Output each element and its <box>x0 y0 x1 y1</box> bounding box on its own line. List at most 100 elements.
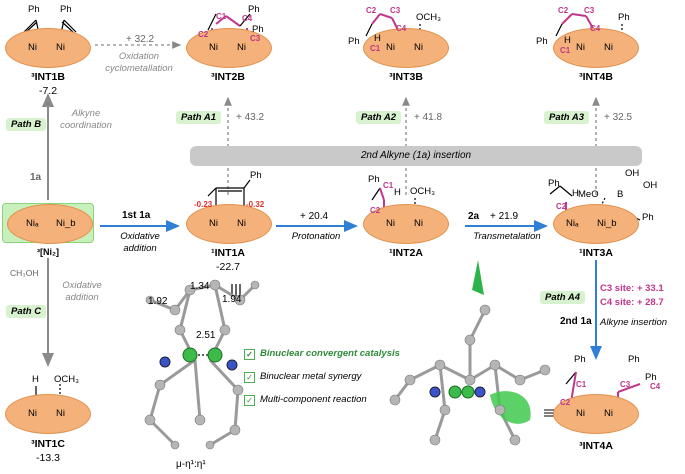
int2b-c3: C3 <box>250 34 261 43</box>
int3a-label: ¹INT3A <box>579 247 613 259</box>
int1c-label: ³INT1C <box>31 438 65 450</box>
model-3d-right <box>389 260 556 446</box>
int2a-ph: Ph <box>368 174 380 185</box>
int1b-core <box>5 28 91 68</box>
int1a-energy: -22.7 <box>216 261 240 273</box>
int3a-ni-b: Ni_b <box>597 218 617 229</box>
int4b-c4: C4 <box>590 24 601 33</box>
path-a1-energy: + 43.2 <box>236 112 265 123</box>
int3b-c2: C2 <box>366 6 377 15</box>
int2b-core <box>186 28 272 68</box>
oxidation-line1: Oxidation <box>118 51 160 62</box>
int4a-c4: C4 <box>650 382 661 391</box>
int1b-ph-1: Ph <box>28 4 40 15</box>
int4b-c1: C1 <box>560 46 571 55</box>
int3a-h: H <box>572 188 579 199</box>
int4b-label: ³INT4B <box>579 71 613 83</box>
int3a-b: B <box>617 189 624 200</box>
path-a3-energy: + 32.5 <box>604 112 633 123</box>
int2a-ni-b: Ni <box>414 218 423 229</box>
path-a1-tag: Path A1 <box>176 111 222 124</box>
int4a-label: ³INT4A <box>579 440 613 452</box>
int3b-ni-a: Ni <box>386 42 395 53</box>
oxidation-energy: + 32.2 <box>126 34 155 45</box>
int2b-c1: C1 <box>216 12 227 21</box>
int2b-label: ³INT2B <box>211 71 245 83</box>
int1a-core <box>186 204 272 244</box>
ni2-ni-a: Niₐ <box>26 218 39 229</box>
oxidative-addition-reagent: 1st 1a <box>122 210 151 221</box>
int3b-c1: C1 <box>370 44 381 53</box>
int2a-h: H <box>394 187 401 198</box>
alkyne-coordination-line2: coordination <box>60 120 112 131</box>
protonation-energy: + 20.4 <box>300 211 329 222</box>
path-a4-label: Alkyne insertion <box>600 317 668 328</box>
path-a4-c3-site: C3 site: + 33.1 <box>600 283 664 294</box>
int3a-ph: Ph <box>548 178 560 189</box>
distance-4: 2.51 <box>196 330 216 341</box>
int4a-ph-3: Ph <box>628 354 640 365</box>
int3a-ph-2: Ph <box>642 212 654 223</box>
int1c-core <box>5 394 91 434</box>
oxidative-addition-line1: Oxidative <box>120 231 160 242</box>
int1a-ph: Ph <box>250 170 262 181</box>
binding-mode: μ-η¹:η¹ <box>176 459 206 470</box>
alkyne-coordination-line1: Alkyne <box>71 108 101 119</box>
int1a-charge-right: -0.32 <box>246 200 265 209</box>
int3b-c4: C4 <box>396 24 407 33</box>
model-3d-left <box>144 279 260 450</box>
int3a-oh-2: OH <box>643 180 658 191</box>
distance-1: 1.34 <box>190 281 210 292</box>
int3a-meo: MeO <box>578 189 599 200</box>
feature-1: ✓Binuclear convergent catalysis <box>244 348 400 360</box>
methanol-line1: Oxidative <box>62 280 102 291</box>
int2a-och3: OCH₃ <box>410 186 435 197</box>
int2a-c2: C2 <box>370 206 381 215</box>
int4b-c2: C2 <box>558 6 569 15</box>
int4a-ni-b: Ni <box>604 408 613 419</box>
int3b-och3: OCH₃ <box>416 12 441 23</box>
transmetalation-reagent: 2a <box>468 211 480 222</box>
path-a3-tag: Path A3 <box>544 111 590 124</box>
int2a-c1: C1 <box>383 181 394 190</box>
oxidation-line2: cyclometallation <box>105 63 173 74</box>
alkyne-coordination-reagent: 1a <box>30 172 42 183</box>
int4b-core <box>553 28 639 68</box>
transmetalation-energy: + 21.9 <box>490 211 519 222</box>
transmetalation-label: Transmetalation <box>473 231 541 242</box>
path-a2-energy: + 41.8 <box>414 112 443 123</box>
int4b-h: H <box>564 35 571 46</box>
int1c-ni-a: Ni <box>28 408 37 419</box>
path-a2-tag: Path A2 <box>356 111 402 124</box>
int2b-ni-b: Ni <box>237 42 246 53</box>
int3a-ni-a: Niₐ <box>566 218 579 229</box>
int2b-ph: Ph <box>248 4 260 15</box>
int2a-core <box>363 204 449 244</box>
distance-2: 1.92 <box>148 296 168 307</box>
int2a-ni-a: Ni <box>386 218 395 229</box>
int1c-ni-b: Ni <box>56 408 65 419</box>
int1a-ni-b: Ni <box>237 218 246 229</box>
int3a-oh-1: OH <box>625 168 640 179</box>
ni2-ni-b: Ni_b <box>56 218 76 229</box>
int1c-h: H <box>32 374 39 385</box>
int4a-ni-a: Ni <box>576 408 585 419</box>
int4b-ph-2: Ph <box>618 12 630 23</box>
int1a-label: ¹INT1A <box>211 247 245 259</box>
int1b-ni-a: Ni <box>28 42 37 53</box>
int4b-ni-a: Ni <box>576 42 585 53</box>
ni2-core <box>7 204 93 244</box>
check-icon: ✓ <box>244 349 255 360</box>
int4b-ph: Ph <box>536 36 548 47</box>
methanol-line2: addition <box>65 292 99 303</box>
path-c-tag: Path C <box>6 305 47 318</box>
int1b-ph-2: Ph <box>60 4 72 15</box>
protonation-label: Protonation <box>291 231 341 242</box>
int2b-ph-2: Ph <box>252 24 264 35</box>
int1b-label: ³INT1B <box>31 71 65 83</box>
int4b-c3: C3 <box>584 6 595 15</box>
int4a-core <box>553 394 639 434</box>
int1c-och3: OCH₃ <box>54 374 79 385</box>
second-alkyne-insertion-bar: 2nd Alkyne (1a) insertion <box>190 146 642 166</box>
